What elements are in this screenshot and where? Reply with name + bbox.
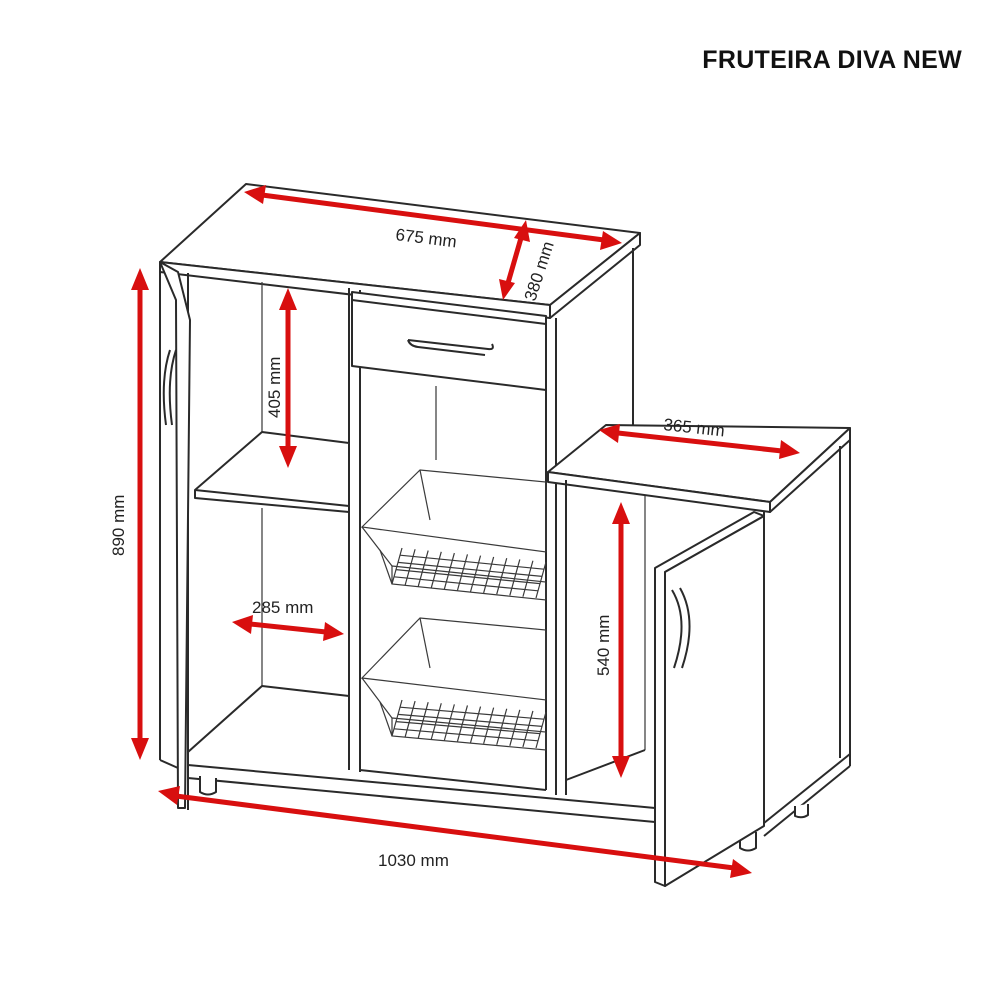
left-door — [159, 261, 191, 809]
label-niche-width: 285 mm — [252, 598, 313, 617]
dimension-top-width — [244, 185, 622, 250]
dimension-total-width — [158, 786, 752, 878]
dimension-side-top-width — [599, 424, 800, 459]
label-side-height: 540 mm — [594, 615, 613, 676]
dimension-upper-niche — [279, 288, 297, 468]
label-upper-niche: 405 mm — [265, 357, 284, 418]
label-total-width: 1030 mm — [378, 851, 449, 870]
upper-basket — [360, 469, 547, 601]
dimension-niche-width — [232, 615, 344, 641]
right-door — [654, 511, 765, 887]
dimension-height — [131, 268, 149, 760]
dimension-side-height — [612, 502, 630, 778]
product-title: FRUTEIRA DIVA NEW — [702, 46, 962, 74]
dimension-top-depth — [499, 220, 530, 300]
drawer — [351, 291, 547, 391]
label-height: 890 mm — [109, 495, 128, 556]
lower-basket — [360, 617, 547, 751]
